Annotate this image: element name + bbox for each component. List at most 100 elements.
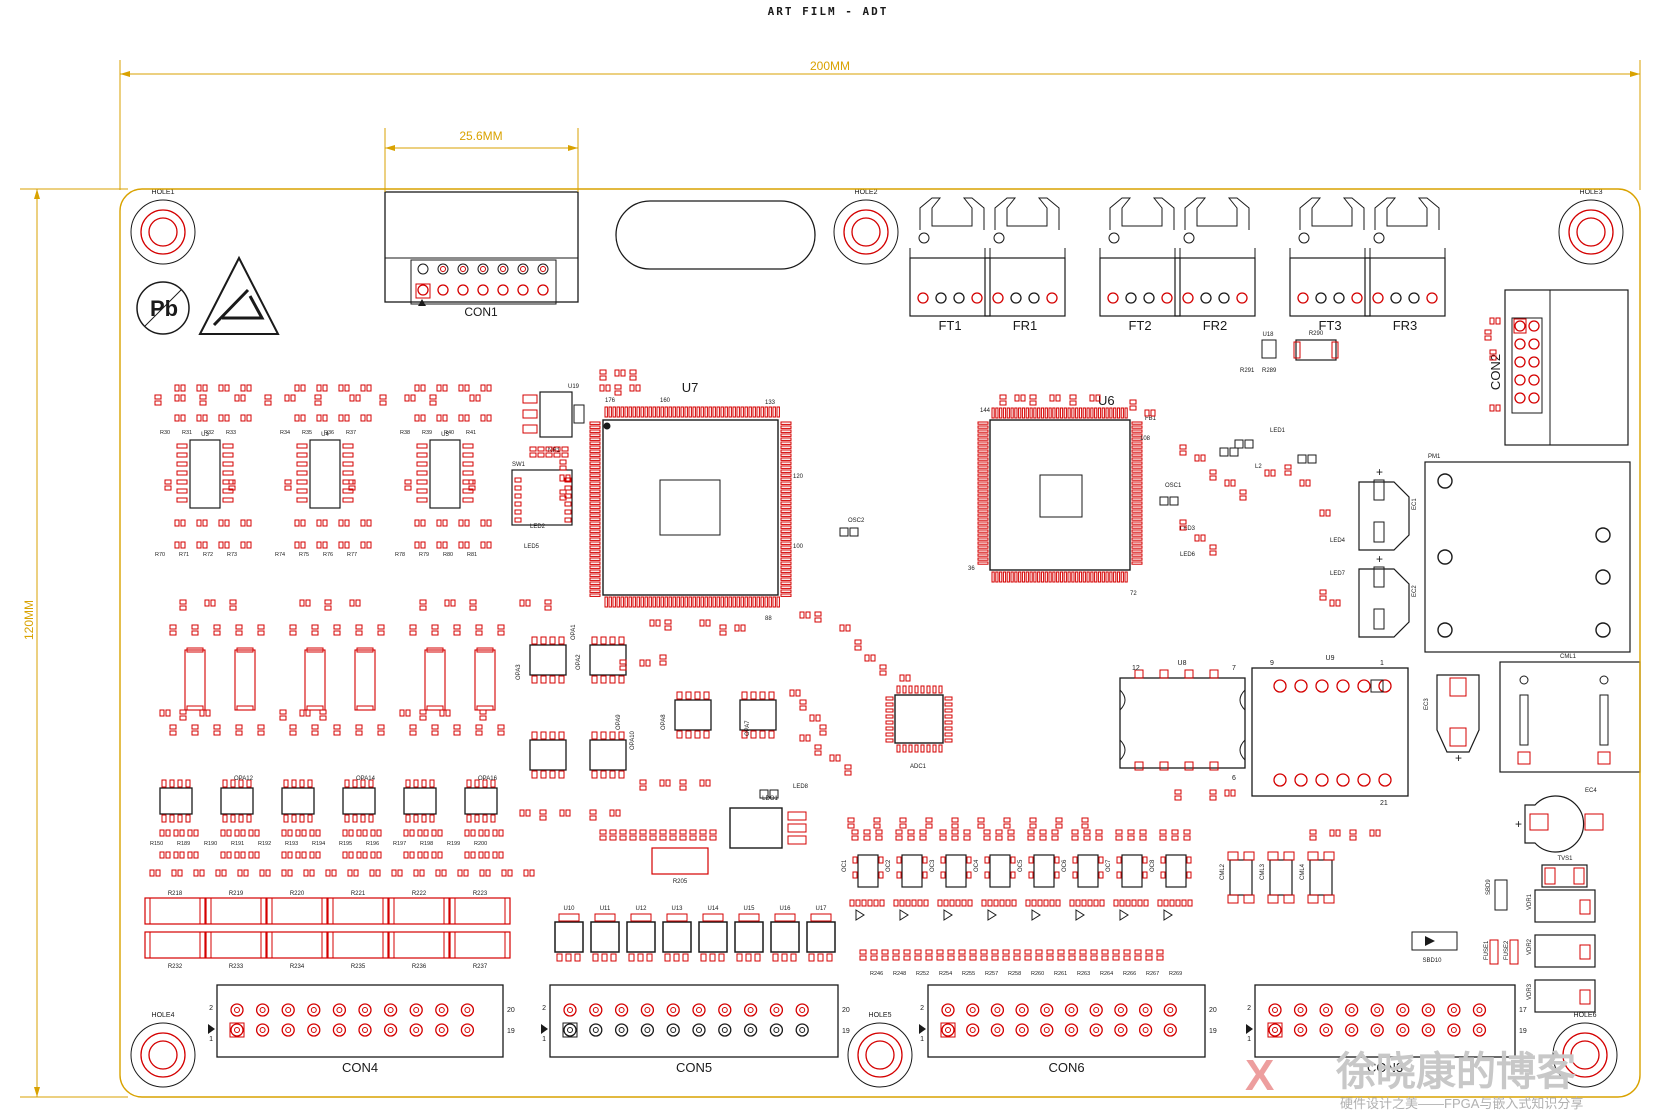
smd-pad: [355, 599, 361, 607]
smd-pad: [977, 553, 989, 557]
smd-pad: [709, 829, 717, 835]
smd-pad: [977, 549, 989, 553]
smd-pad: [1293, 341, 1301, 359]
smd-pad: [881, 955, 889, 961]
resistor-body: [388, 931, 450, 959]
smd-component: [609, 809, 621, 817]
ldo1-label: LDO1: [762, 796, 778, 802]
jack-pin: [953, 292, 965, 304]
smd-pad: [420, 519, 426, 527]
svg-text:X: X: [1245, 1051, 1274, 1100]
mounting-hole: HOLE1: [130, 189, 196, 265]
smd-component: [1145, 949, 1153, 961]
pin-number: 2: [1247, 1005, 1251, 1012]
jack-label: FR1: [1013, 318, 1038, 333]
smd-pad: [1075, 571, 1079, 583]
smd-pad: [724, 406, 728, 418]
smd-pad: [589, 461, 601, 465]
resistor-label: R236: [412, 964, 427, 970]
smd-pad: [338, 384, 344, 392]
smd-pad: [420, 414, 426, 422]
smd-pad: [1134, 955, 1142, 961]
smd-pad: [754, 953, 761, 962]
smd-pad: [355, 394, 361, 402]
chip-label: U13: [671, 906, 683, 912]
smd-pad: [790, 953, 797, 962]
smd-pad: [977, 529, 989, 533]
smd-component: [199, 394, 207, 406]
pin-hole: [438, 1007, 445, 1013]
pin: [1437, 473, 1453, 489]
diode-symbol: [855, 909, 865, 921]
smd-pad: [1159, 761, 1169, 771]
smd-pad: [220, 851, 226, 859]
smd-pad: [1006, 571, 1010, 583]
smd-pad: [780, 589, 792, 593]
smd-pad: [1014, 394, 1020, 402]
smd-pad: [601, 953, 608, 962]
pb-logo-circle: [136, 281, 190, 335]
smd-pad: [879, 670, 887, 676]
amp-block: U4: [284, 384, 372, 549]
hole-copper: [1562, 1032, 1608, 1078]
smd-pad: [370, 851, 376, 859]
smd-pad: [1101, 571, 1105, 583]
pin-hole: [969, 1007, 976, 1013]
jack-pin: [1200, 292, 1212, 304]
smd-pad: [589, 815, 597, 821]
smd-pad: [1264, 469, 1270, 477]
smd-component: [1239, 489, 1247, 501]
smd-pad: [450, 599, 456, 607]
smd-pad: [362, 851, 368, 859]
smd-pad: [426, 647, 444, 653]
smd-pad: [636, 406, 640, 418]
smd-pad: [993, 899, 999, 907]
smd-component: [159, 851, 171, 859]
smd-pad: [291, 779, 297, 788]
hole-copper: [148, 1040, 178, 1070]
smd-pad: [205, 709, 211, 717]
smd-pad: [1131, 557, 1143, 561]
smd-component: [659, 654, 667, 666]
smd-pad: [652, 406, 656, 418]
smd-pad: [531, 731, 538, 740]
pb-logo-slash: [144, 289, 182, 327]
smd-pad: [191, 624, 199, 630]
smd-package: [1229, 447, 1239, 457]
label: 72: [1130, 591, 1137, 597]
smd-pad: [185, 814, 191, 823]
diode-symbol: [899, 909, 909, 921]
smd-pad: [1129, 399, 1137, 405]
smd-pad: [1083, 829, 1091, 835]
ref-label: R258: [1008, 971, 1021, 977]
smd-pad: [539, 815, 547, 821]
ref-label: R197: [393, 841, 406, 847]
smd-component: [169, 724, 177, 736]
smd-pad: [1160, 856, 1166, 864]
pin: [1595, 569, 1611, 585]
smd-pad: [202, 519, 208, 527]
hole-ring: [847, 1022, 913, 1088]
smd-pad: [193, 869, 199, 877]
smd-component: [453, 724, 461, 736]
smd-pad: [644, 406, 648, 418]
smd-pad: [1179, 444, 1187, 450]
smd-pad: [844, 764, 852, 770]
common-mode-choke: CML3: [1260, 851, 1295, 904]
smd-pad: [682, 953, 689, 962]
jack-peg: [918, 232, 930, 244]
smd-pad: [808, 953, 815, 962]
smd-pad: [476, 705, 494, 711]
smd-pad: [589, 469, 601, 473]
dimension-height: 120MM: [20, 188, 128, 1098]
smd-pad: [604, 406, 608, 418]
smd-pad: [420, 384, 426, 392]
smd-pad: [639, 829, 647, 835]
smd-pad: [1267, 894, 1279, 904]
smd-pad: [925, 823, 933, 829]
smd-pad: [409, 724, 417, 730]
cml1-choke: CML1: [1499, 654, 1641, 773]
smd-component: [464, 829, 476, 837]
